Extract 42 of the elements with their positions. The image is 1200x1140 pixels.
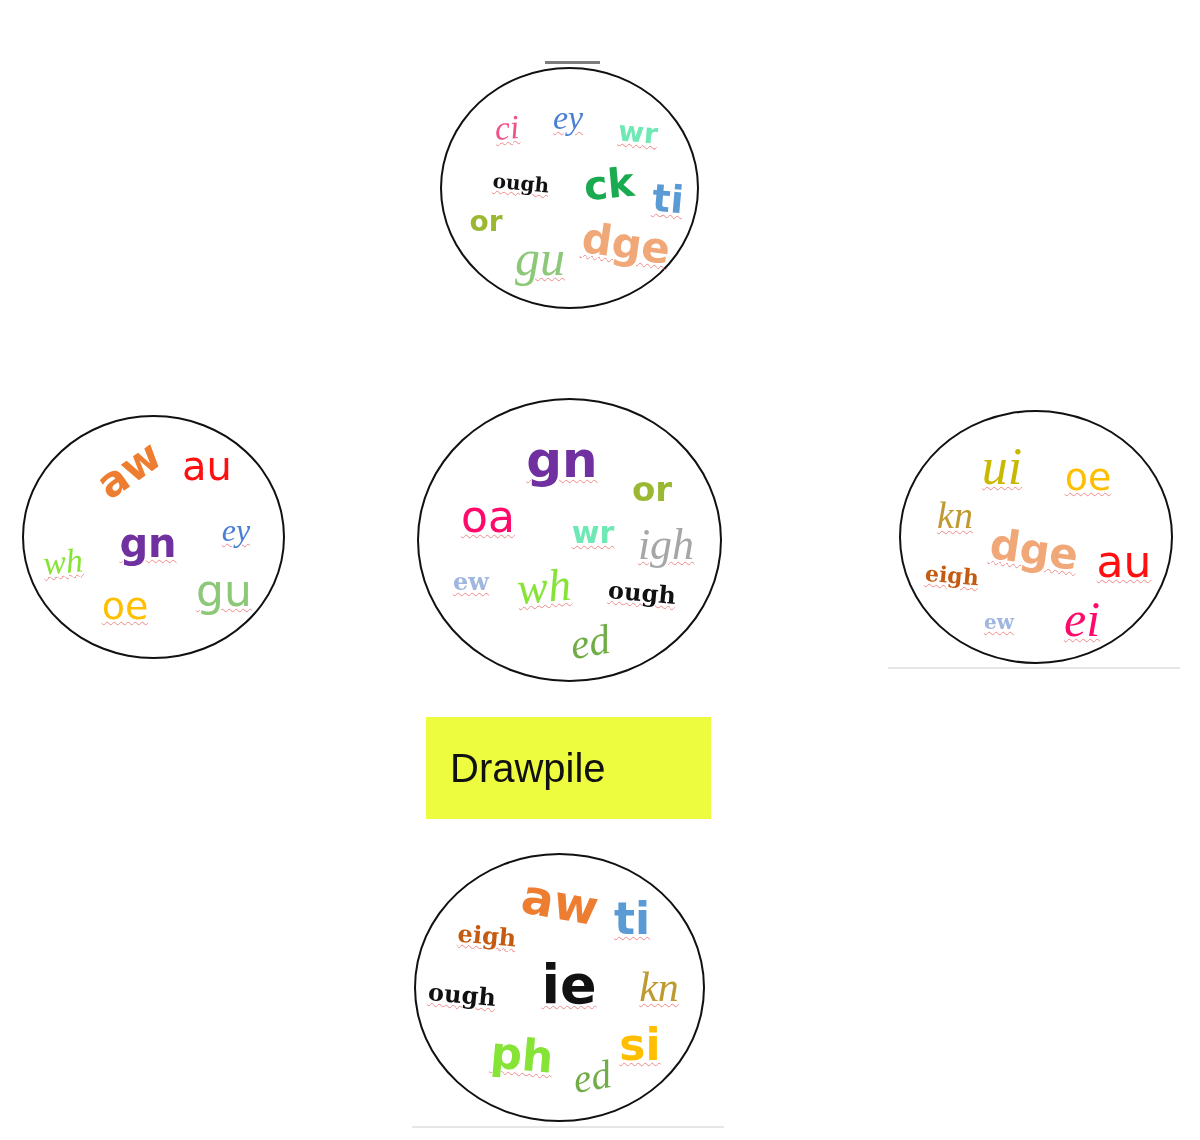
letter-group: aw bbox=[89, 433, 169, 507]
letter-group: or bbox=[469, 208, 503, 236]
letter-group: kn bbox=[639, 966, 679, 1008]
letter-group: ti bbox=[613, 897, 651, 941]
pile-label: Drawpile bbox=[450, 748, 606, 788]
letter-group: oa bbox=[461, 495, 515, 539]
letter-group: ew bbox=[984, 612, 1014, 632]
letter-group: wh bbox=[41, 543, 85, 581]
drawpile-box bbox=[426, 717, 711, 819]
letter-group: or bbox=[631, 472, 673, 506]
letter-group: ough bbox=[427, 980, 497, 1010]
letter-group: eigh bbox=[456, 921, 518, 951]
letter-group: ph bbox=[488, 1030, 556, 1080]
letter-group: eigh bbox=[924, 561, 980, 589]
letter-group: wr bbox=[617, 117, 659, 149]
letter-group: oe bbox=[1064, 458, 1112, 496]
letter-group: gu bbox=[196, 569, 252, 613]
letter-group: ei bbox=[1063, 594, 1101, 644]
letter-group: ed bbox=[566, 617, 614, 667]
letter-group: au bbox=[182, 446, 232, 486]
letter-group: ough bbox=[607, 578, 677, 608]
letter-group: ci bbox=[493, 110, 521, 146]
letter-group: ed bbox=[569, 1054, 615, 1100]
letter-group: ough bbox=[492, 170, 550, 196]
letter-group: wh bbox=[515, 561, 573, 613]
letter-group: dge bbox=[987, 523, 1081, 577]
letter-group: ie bbox=[541, 958, 597, 1012]
letter-group: wr bbox=[571, 518, 615, 548]
letter-group: gn bbox=[526, 435, 598, 485]
letter-group: ck bbox=[582, 161, 636, 207]
letter-group: kn bbox=[937, 496, 973, 534]
letter-group: si bbox=[619, 1023, 661, 1067]
letter-group: dge bbox=[579, 217, 673, 271]
letter-group: au bbox=[1096, 540, 1152, 584]
letter-group: aw bbox=[518, 871, 602, 933]
letter-group: oe bbox=[101, 587, 149, 625]
letter-group: ey bbox=[552, 101, 584, 135]
letter-group: ey bbox=[221, 514, 251, 546]
letter-group: ui bbox=[981, 441, 1023, 493]
letter-group: ew bbox=[453, 570, 489, 594]
letter-group: ti bbox=[650, 178, 686, 220]
letter-group: igh bbox=[637, 523, 695, 567]
